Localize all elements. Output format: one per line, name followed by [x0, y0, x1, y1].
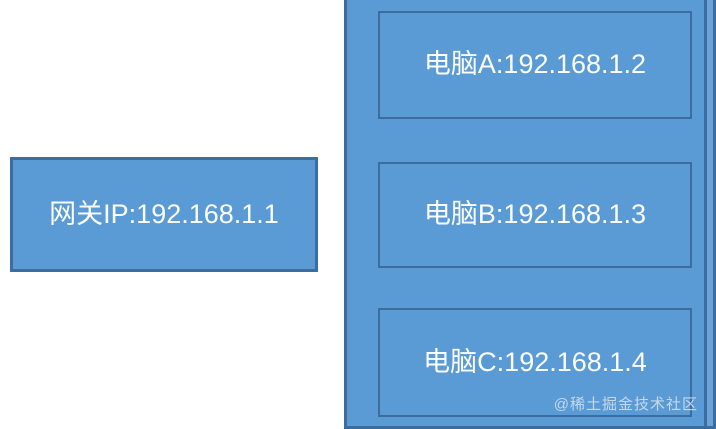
computer-a-label: 电脑A:192.168.1.2: [423, 49, 647, 80]
watermark: @稀土掘金技术社区: [553, 396, 698, 413]
computer-node-a: 电脑A:192.168.1.2: [378, 11, 692, 119]
lan-group-right-sliver: [707, 0, 713, 426]
computer-b-label: 电脑B:192.168.1.3: [423, 199, 647, 230]
computer-c-label: 电脑C:192.168.1.4: [423, 346, 647, 377]
computer-node-c: 电脑C:192.168.1.4: [378, 308, 692, 417]
computer-node-b: 电脑B:192.168.1.3: [378, 162, 692, 268]
gateway-node: 网关IP:192.168.1.1: [10, 157, 318, 272]
gateway-label: 网关IP:192.168.1.1: [49, 198, 279, 229]
lan-group-right-border: [704, 0, 707, 426]
lan-group-container: [344, 0, 716, 429]
